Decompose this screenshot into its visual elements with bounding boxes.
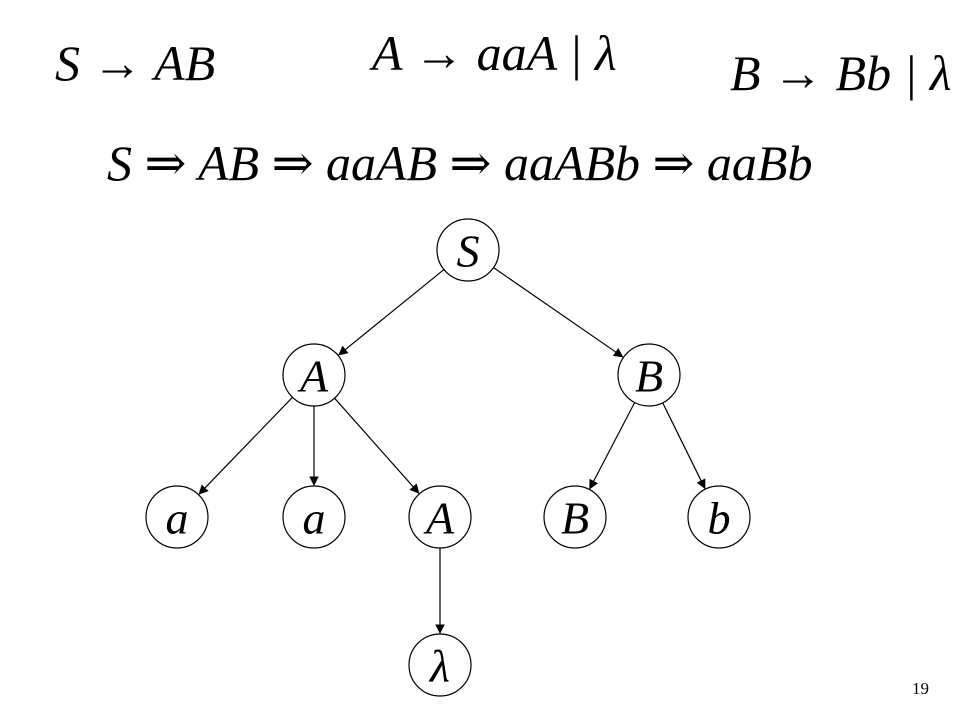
tree-edge-n1-n5	[334, 397, 420, 494]
tree-node-n0: S	[436, 218, 500, 282]
tree-edge-n1-n3	[198, 396, 293, 495]
tree-node-circle	[145, 485, 209, 549]
tree-node-label: b	[708, 493, 731, 544]
page-number: 19	[912, 679, 929, 698]
tree-edge-n2-n6	[589, 402, 636, 490]
tree-node-label: λ	[428, 641, 450, 692]
tree-edge-n2-n7	[662, 402, 706, 490]
tree-node-circle	[408, 633, 472, 697]
tree-node-circle	[408, 485, 472, 549]
tree-node-n7: b	[687, 485, 751, 549]
tree-node-label: B	[561, 493, 589, 544]
tree-node-n2: B	[617, 343, 681, 407]
tree-node-label: A	[423, 493, 455, 544]
tree-node-n1: A	[282, 343, 346, 407]
tree-node-circle	[543, 485, 607, 549]
grammar-rule-s: S → AB	[55, 35, 216, 91]
tree-node-circle	[687, 485, 751, 549]
tree-edge-n0-n1	[338, 269, 445, 356]
tree-node-n5: A	[408, 485, 472, 549]
tree-node-circle	[282, 485, 346, 549]
tree-node-label: S	[457, 226, 480, 277]
tree-node-label: a	[303, 493, 326, 544]
tree-node-label: B	[635, 351, 663, 402]
tree-node-n8: λ	[408, 633, 472, 697]
tree-edges	[198, 267, 706, 634]
tree-node-n6: B	[543, 485, 607, 549]
tree-node-label: A	[297, 351, 329, 402]
grammar-rule-b: B → Bb | λ	[730, 45, 952, 101]
tree-node-circle	[436, 218, 500, 282]
tree-node-n4: a	[282, 485, 346, 549]
tree-node-n3: a	[145, 485, 209, 549]
tree-node-circle	[617, 343, 681, 407]
tree-node-circle	[282, 343, 346, 407]
grammar-rule-a: A → aaA | λ	[372, 25, 617, 81]
derivation-sequence: S ⇒ AB ⇒ aaAB ⇒ aaABb ⇒ aaBb	[107, 135, 813, 191]
tree-edge-n0-n2	[493, 267, 624, 358]
tree-node-label: a	[166, 493, 189, 544]
